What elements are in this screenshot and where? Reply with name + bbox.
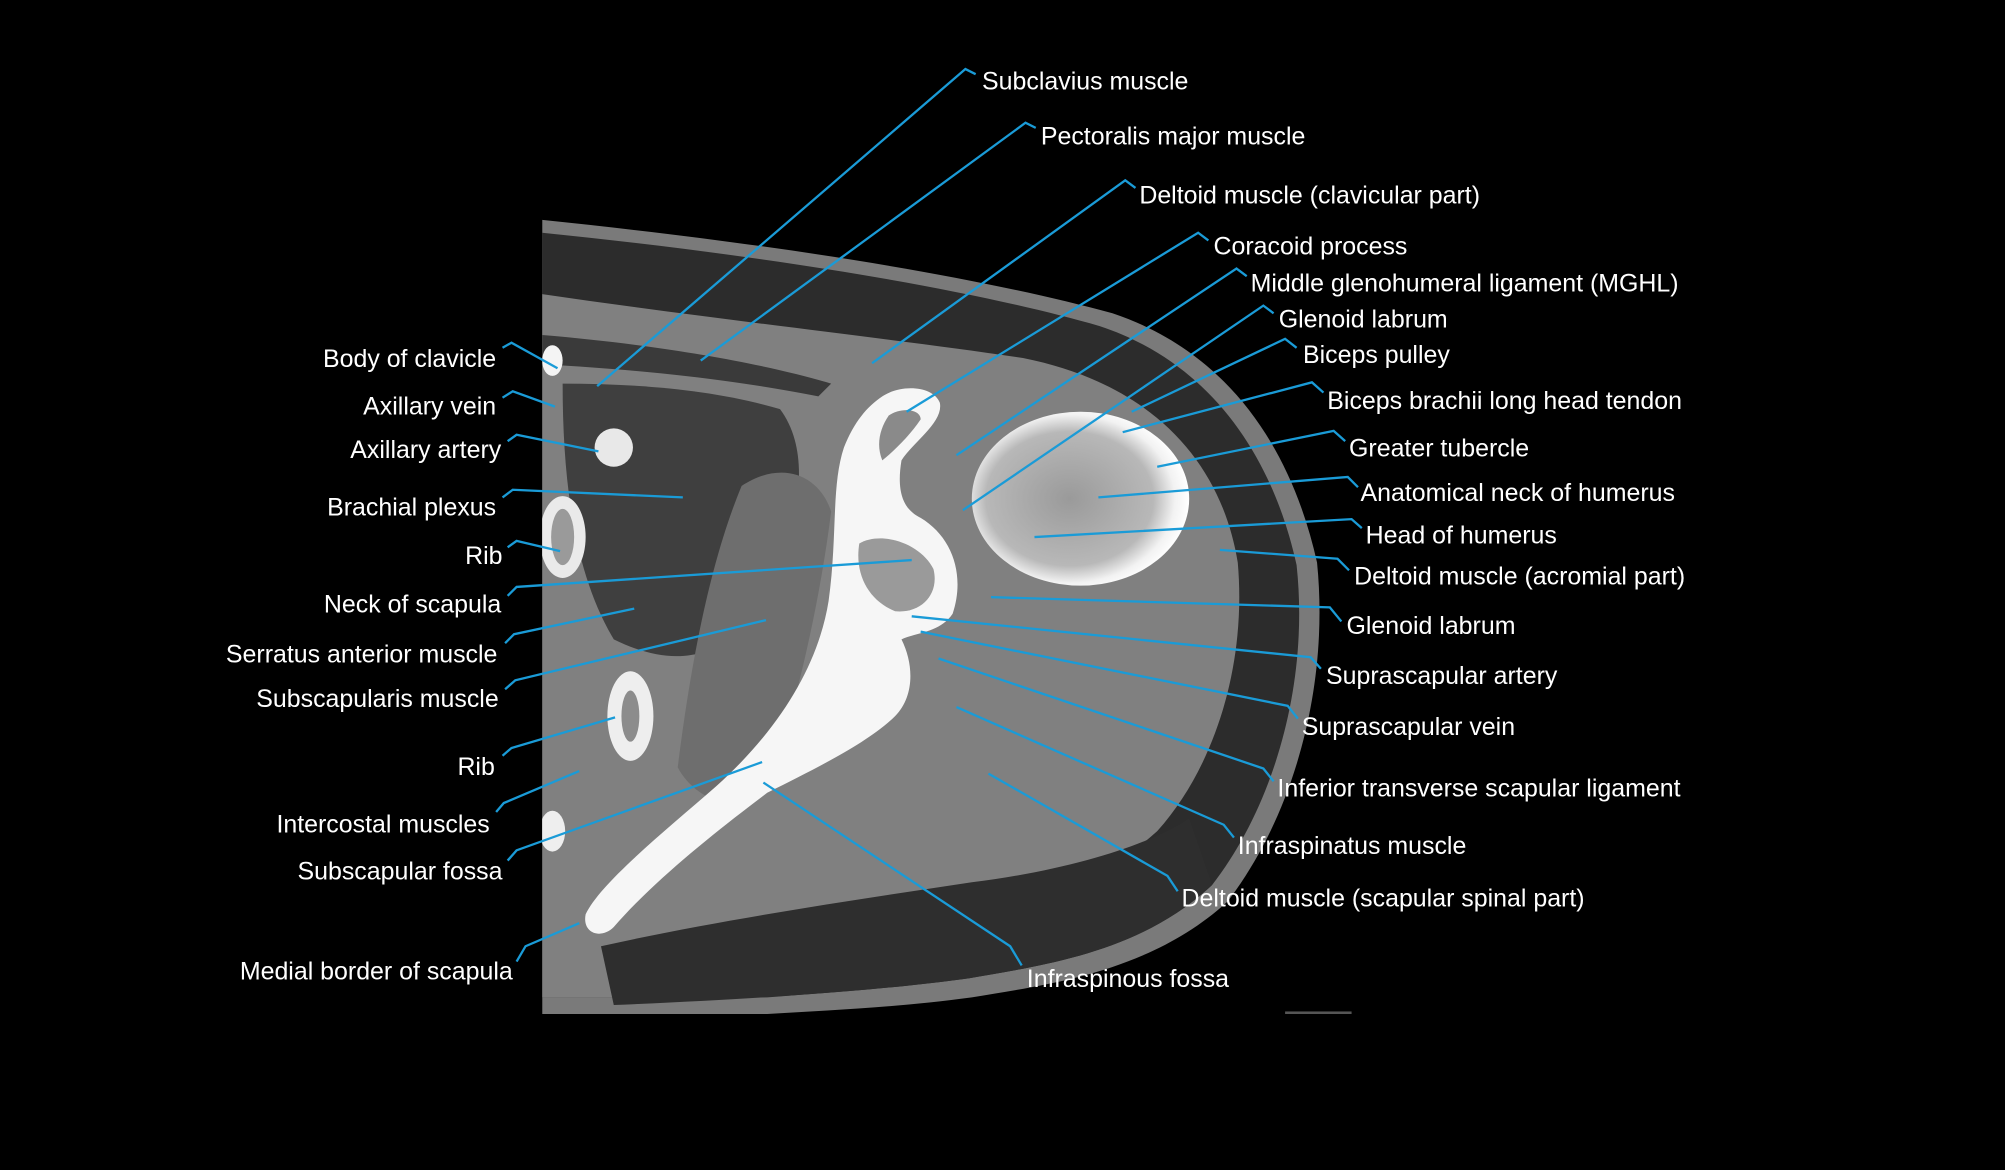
- label-medial-border-of-scapula: Medial border of scapula: [240, 957, 513, 985]
- label-inferior-transverse-scapular-ligament: Inferior transverse scapular ligament: [1277, 775, 1680, 803]
- label-suprascapular-vein: Suprascapular vein: [1302, 713, 1515, 741]
- leader-medial-border: [515, 922, 580, 963]
- pectoral-fat-band: [542, 335, 832, 397]
- leader-suprascapular-artery: [911, 615, 1322, 670]
- label-suprascapular-artery: Suprascapular artery: [1326, 662, 1558, 690]
- image-edge-mark: [1285, 1011, 1352, 1014]
- leader-mghl: [955, 267, 1248, 457]
- leader-rib-lower: [501, 716, 616, 757]
- humeral-head: [971, 411, 1190, 586]
- labels-right: Subclavius muscle Pectoralis major muscl…: [982, 68, 1685, 994]
- label-glenoid-labrum-upper: Glenoid labrum: [1279, 305, 1448, 333]
- label-biceps-long-head-tendon: Biceps brachii long head tendon: [1327, 387, 1682, 415]
- label-mghl: Middle glenohumeral ligament (MGHL): [1251, 270, 1679, 298]
- label-serratus-anterior-muscle: Serratus anterior muscle: [226, 640, 497, 668]
- label-axillary-artery: Axillary artery: [350, 436, 501, 464]
- axillary-artery-vessel: [594, 428, 633, 467]
- leader-anatomical-neck: [1098, 475, 1359, 499]
- scapula-bone: [585, 388, 958, 934]
- leader-pectoralis-major: [700, 121, 1037, 362]
- label-subclavius-muscle: Subclavius muscle: [982, 68, 1188, 96]
- leader-coracoid-process: [905, 231, 1210, 413]
- posterior-fat: [600, 818, 1213, 1006]
- leader-axillary-artery: [506, 433, 599, 453]
- leader-biceps-pulley: [1131, 337, 1298, 413]
- label-intercostal-muscles: Intercostal muscles: [276, 810, 489, 838]
- leader-glenoid-labrum-lower: [990, 595, 1343, 623]
- label-head-of-humerus: Head of humerus: [1366, 521, 1557, 549]
- label-deltoid-scapular-spinal-part: Deltoid muscle (scapular spinal part): [1182, 885, 1585, 913]
- leader-head-of-humerus: [1034, 517, 1363, 539]
- leader-neck-of-scapula: [506, 558, 912, 597]
- leader-axillary-vein: [501, 390, 556, 408]
- label-pectoralis-major-muscle: Pectoralis major muscle: [1041, 122, 1306, 150]
- leader-rib-upper: [506, 539, 561, 553]
- leader-subclavius: [596, 67, 977, 388]
- leader-serratus-anterior: [504, 607, 635, 644]
- leader-brachial-plexus: [501, 488, 683, 499]
- leader-greater-tubercle: [1156, 429, 1346, 468]
- leader-infraspinatus: [956, 706, 1235, 839]
- label-infraspinatus-muscle: Infraspinatus muscle: [1238, 832, 1467, 860]
- coracoid-marrow: [879, 410, 921, 461]
- glenoid-marrow: [858, 538, 935, 612]
- label-biceps-pulley: Biceps pulley: [1303, 341, 1450, 369]
- label-body-of-clavicle: Body of clavicle: [323, 345, 496, 373]
- label-coracoid-process: Coracoid process: [1213, 232, 1407, 260]
- leader-subscapular-fossa: [506, 761, 763, 862]
- label-deltoid-acromial-part: Deltoid muscle (acromial part): [1354, 562, 1685, 590]
- leader-suprascapular-vein: [920, 630, 1299, 720]
- label-neck-of-scapula: Neck of scapula: [324, 590, 501, 618]
- leader-intercostal: [495, 769, 580, 813]
- leader-lines: [495, 67, 1363, 967]
- label-rib-upper: Rib: [465, 542, 502, 570]
- labels-left: Body of clavicle Axillary vein Axillary …: [226, 345, 513, 985]
- leader-body-of-clavicle: [501, 341, 559, 370]
- label-axillary-vein: Axillary vein: [363, 392, 496, 420]
- leader-infraspinous-fossa: [762, 781, 1023, 967]
- label-deltoid-clavicular-part: Deltoid muscle (clavicular part): [1139, 181, 1480, 209]
- rib-upper-marrow: [551, 508, 575, 566]
- leader-glenoid-labrum-upper: [962, 304, 1275, 512]
- leader-deltoid-clavicular: [871, 178, 1137, 365]
- leader-deltoid-scapular-spinal: [987, 772, 1179, 892]
- label-glenoid-labrum-lower: Glenoid labrum: [1346, 612, 1515, 640]
- ct-image: [542, 219, 1320, 1014]
- label-brachial-plexus: Brachial plexus: [327, 493, 496, 521]
- leader-subscapularis: [504, 619, 767, 691]
- label-infraspinous-fossa: Infraspinous fossa: [1027, 965, 1229, 993]
- label-subscapular-fossa: Subscapular fossa: [297, 858, 502, 886]
- leader-inferior-transverse-ligament: [938, 657, 1275, 782]
- label-subscapularis-muscle: Subscapularis muscle: [256, 685, 498, 713]
- leader-deltoid-acromial: [1219, 548, 1350, 572]
- label-rib-lower: Rib: [457, 753, 494, 781]
- leader-biceps-long-head: [1122, 381, 1325, 434]
- label-anatomical-neck-of-humerus: Anatomical neck of humerus: [1361, 479, 1675, 507]
- rib-lower-marrow: [621, 690, 640, 742]
- label-greater-tubercle: Greater tubercle: [1349, 434, 1529, 462]
- rib-bottom-bone: [542, 810, 566, 852]
- subscapularis-region: [677, 472, 832, 804]
